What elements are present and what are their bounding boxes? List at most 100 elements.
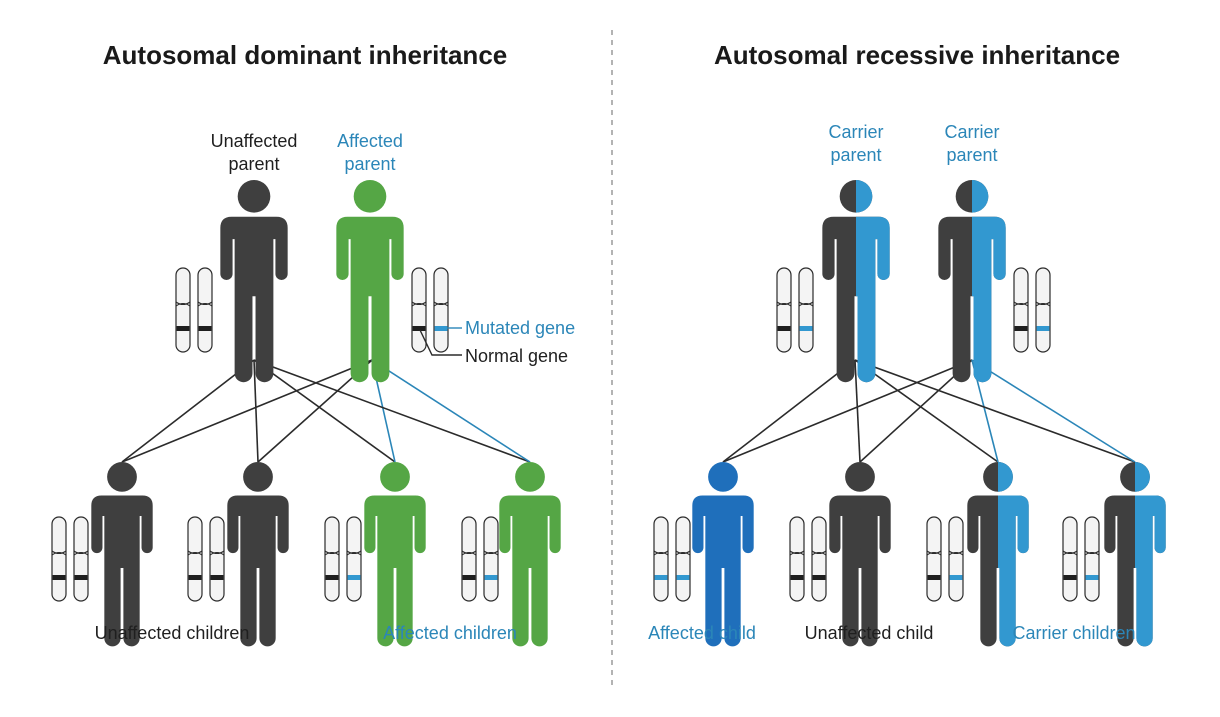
chromosome [209, 516, 225, 602]
inheritance-line [121, 359, 373, 463]
recessive-carrier-parent-right-figure [938, 180, 1006, 383]
chromosome [948, 516, 964, 602]
dominant-child-figure-1 [91, 462, 153, 647]
inheritance-line [854, 359, 1136, 463]
inheritance-line [971, 359, 1136, 463]
inheritance-line [253, 359, 531, 463]
mutated-gene-band [949, 575, 963, 580]
chromosome [433, 267, 449, 353]
label-line: parent [830, 145, 882, 165]
normal-gene-band [52, 575, 66, 580]
inheritance-line [253, 359, 259, 463]
dominant-child-chromosomes-1 [51, 516, 89, 602]
mutated-gene-band [799, 326, 813, 331]
mutated-gene-band [676, 575, 690, 580]
inheritance-line [371, 359, 531, 463]
recessive-child-figure-1 [692, 462, 754, 647]
mutated-gene-band [484, 575, 498, 580]
chromosome [411, 267, 427, 353]
recessive-child-figure-2 [829, 462, 891, 647]
label-line: parent [344, 154, 396, 174]
dominant-affected-parent-label: Affected parent [337, 130, 403, 176]
recessive-parent-right-chromosomes [1013, 267, 1051, 353]
inheritance-line [121, 359, 255, 463]
dominant-affected-children-label: Affected children [383, 623, 517, 643]
normal-gene-band [812, 575, 826, 580]
normal-gene-band [325, 575, 339, 580]
inheritance-line [854, 359, 999, 463]
recessive-child-chromosomes-4 [1062, 516, 1100, 602]
dominant-child-chromosomes-3 [324, 516, 362, 602]
chromosome [197, 267, 213, 353]
dominant-child-chromosomes-2 [187, 516, 225, 602]
gene-legend-pointers [419, 327, 462, 356]
recessive-carrier-children-label: Carrier children [1012, 623, 1136, 643]
chromosome [789, 516, 805, 602]
chromosome [798, 267, 814, 353]
mutated-gene-band [434, 326, 448, 331]
normal-gene-band [927, 575, 941, 580]
recessive-child-chromosomes-2 [789, 516, 827, 602]
chromosome [73, 516, 89, 602]
chromosome [483, 516, 499, 602]
dominant-unaffected-parent-chromosomes [175, 267, 213, 353]
legend-normal-gene: Normal gene [465, 346, 569, 366]
chromosome [346, 516, 362, 602]
chromosome [653, 516, 669, 602]
chromosome [51, 516, 67, 602]
inheritance-line [253, 359, 396, 463]
chromosome [1013, 267, 1029, 353]
dominant-child-chromosomes-4 [461, 516, 499, 602]
recessive-unaffected-child-label: Unaffected child [804, 623, 934, 643]
legend-mutated-gene: Mutated gene [465, 318, 576, 338]
normal-gene-band [176, 326, 190, 331]
normal-gene-band [412, 326, 426, 331]
dominant-unaffected-parent-figure [220, 180, 288, 383]
recessive-child-chromosomes-3 [926, 516, 964, 602]
chromosome [175, 267, 191, 353]
normal-gene-band [198, 326, 212, 331]
mutated-gene-band [1036, 326, 1050, 331]
chromosome [811, 516, 827, 602]
chromosome [1084, 516, 1100, 602]
normal-gene-band [462, 575, 476, 580]
dominant-child-figure-2 [227, 462, 289, 647]
normal-gene-band [790, 575, 804, 580]
mutated-gene-band [1085, 575, 1099, 580]
recessive-child-chromosomes-1 [653, 516, 691, 602]
normal-gene-band [74, 575, 88, 580]
chromosome [776, 267, 792, 353]
dominant-affected-parent-figure [336, 180, 404, 383]
label-line: Unaffected [210, 131, 298, 151]
inheritance-line [859, 359, 973, 463]
recessive-child-figure-3 [967, 462, 1029, 647]
chromosome [324, 516, 340, 602]
recessive-carrier-parent-left-label: Carrier parent [828, 121, 883, 167]
dominant-unaffected-children-label: Unaffected children [94, 623, 250, 643]
normal-gene-band [1014, 326, 1028, 331]
normal-gene-band [188, 575, 202, 580]
dominant-affected-parent-chromosomes [411, 267, 449, 353]
chromosome [187, 516, 203, 602]
recessive-carrier-parent-right-label: Carrier parent [944, 121, 999, 167]
chromosome [1035, 267, 1051, 353]
normal-gene-band [777, 326, 791, 331]
recessive-parent-left-chromosomes [776, 267, 814, 353]
inheritance-line [722, 359, 973, 463]
label-line: parent [946, 145, 998, 165]
dominant-child-figure-3 [364, 462, 426, 647]
inheritance-line [854, 359, 861, 463]
label-line: Carrier [944, 122, 1000, 142]
dominant-title: Autosomal dominant inheritance [102, 40, 508, 70]
normal-gene-band [1063, 575, 1077, 580]
recessive-affected-child-label: Affected child [648, 623, 756, 643]
recessive-child-figure-4 [1104, 462, 1166, 647]
chromosome [1062, 516, 1078, 602]
chromosome [461, 516, 477, 602]
label-line: parent [228, 154, 280, 174]
inheritance-line [722, 359, 856, 463]
dominant-unaffected-parent-label: Unaffected parent [211, 130, 298, 176]
chromosome [926, 516, 942, 602]
